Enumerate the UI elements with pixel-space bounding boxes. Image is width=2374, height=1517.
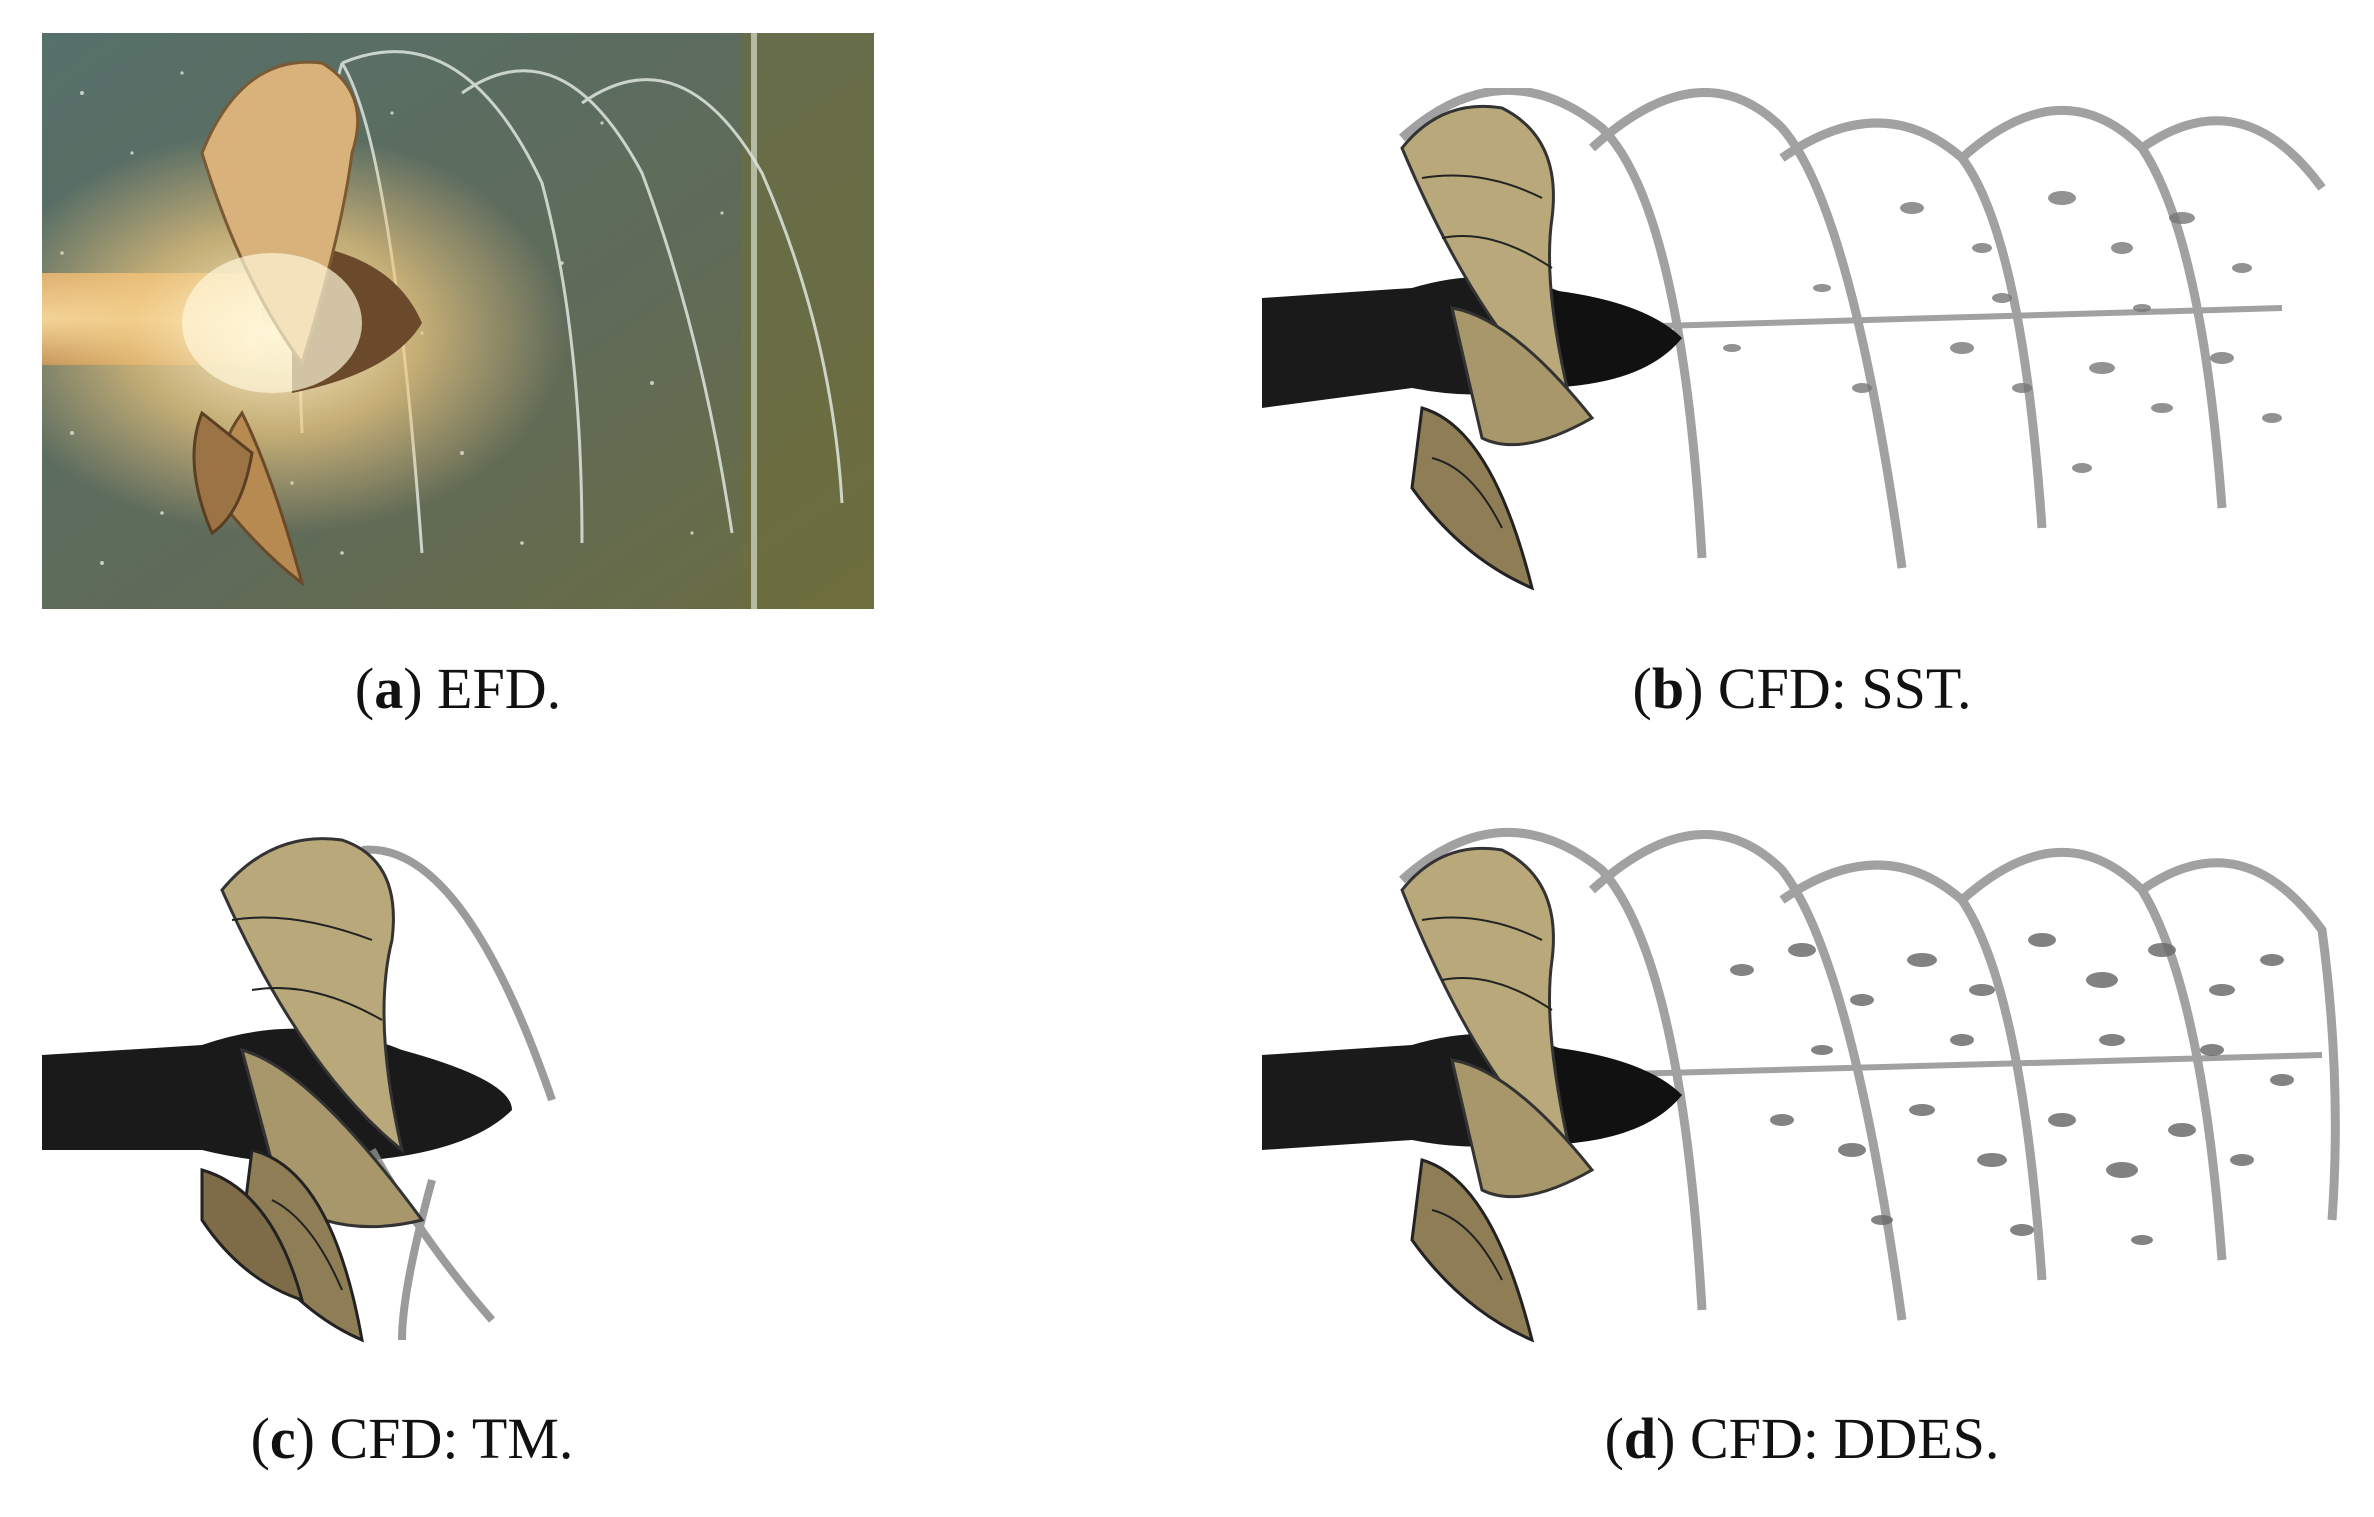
panel-b-cfd-sst [1262,88,2342,608]
caption-d-text: CFD: DDES. [1690,1406,2000,1471]
efd-photo-image [42,33,874,609]
caption-a-label: a [374,656,404,721]
caption-b-text: CFD: SST. [1717,656,1972,721]
caption-d: (d) CFD: DDES. [1604,1406,2000,1471]
panel-d-cfd-ddes [1262,820,2342,1360]
caption-c: (c) CFD: TM. [250,1406,574,1471]
cfd-tm-rendering [42,837,556,1343]
caption-c-label: c [269,1406,296,1471]
caption-a-text: EFD. [437,656,562,721]
caption-b: (b) CFD: SST. [1632,656,1972,721]
panel-c-cfd-tm [42,820,602,1360]
panel-a-efd-photo [42,33,874,609]
caption-c-text: CFD: TM. [329,1406,574,1471]
caption-b-label: b [1651,656,1685,721]
caption-a: (a) EFD. [354,656,562,721]
caption-d-label: d [1623,1406,1657,1471]
cfd-sst-rendering [1262,88,2326,591]
cfd-ddes-rendering [1262,828,2340,1343]
